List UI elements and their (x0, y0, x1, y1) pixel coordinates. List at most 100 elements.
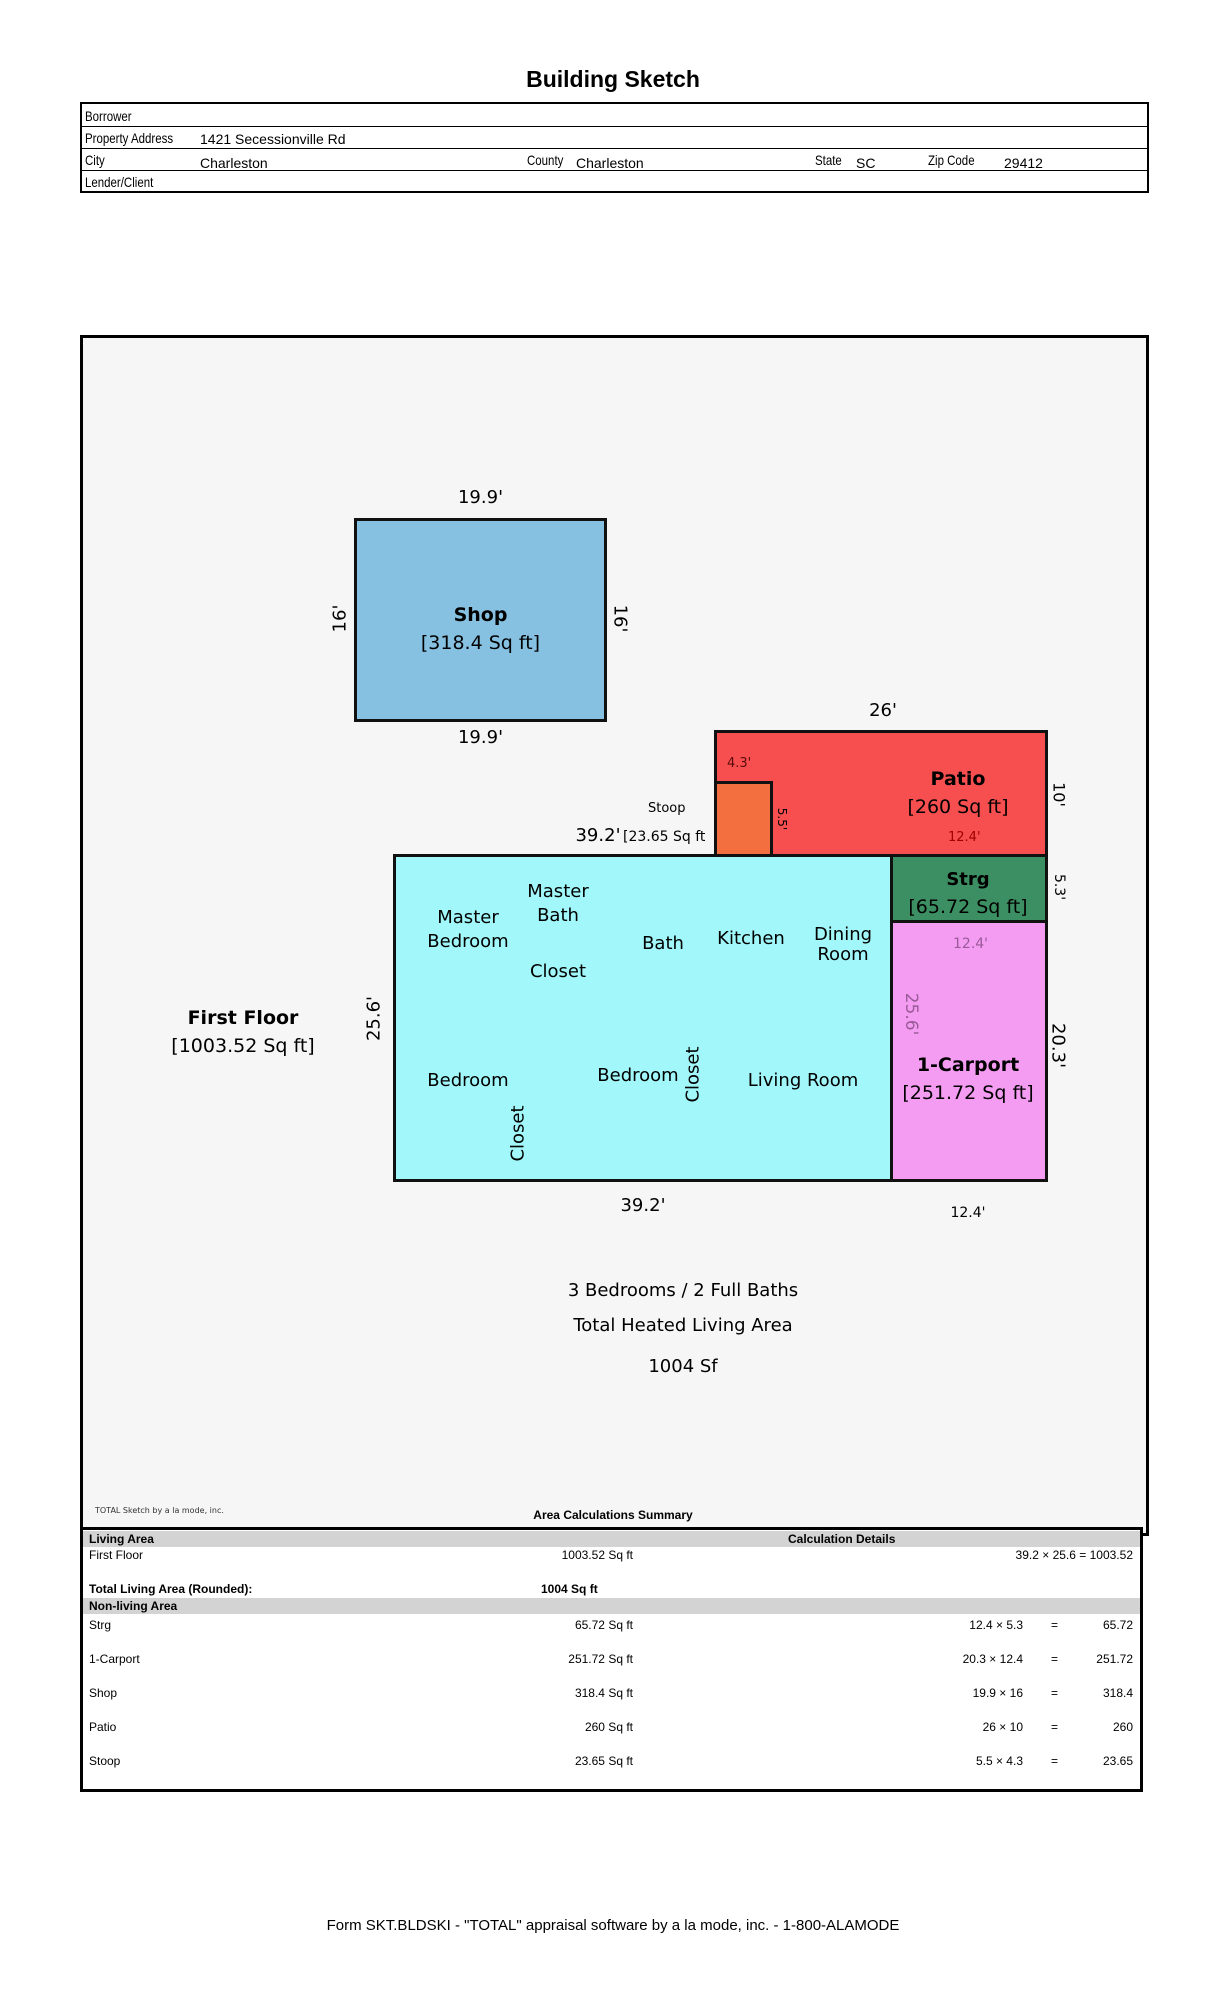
room-kitchen: Kitchen (717, 928, 785, 949)
non-living-row-equals: = (1051, 1720, 1059, 1734)
strg-area (888, 854, 1048, 923)
shop-area-label: [318.4 Sq ft] (420, 632, 541, 654)
patio-dim-inner-bottom: 12.4' (948, 830, 981, 845)
living-area-band (83, 1531, 1140, 1547)
carport-dim-right: 20.3' (1047, 1022, 1069, 1069)
non-living-row-result: 260 (1112, 1720, 1133, 1734)
lender-label: Lender/Client (85, 174, 154, 190)
first-floor-area (393, 854, 893, 1182)
property-address-label: Property Address (85, 130, 174, 146)
room-bedroom-1: Bedroom (427, 1070, 509, 1091)
room-bath: Bath (642, 933, 684, 954)
carport-label: 1-Carport (916, 1054, 1020, 1076)
non-living-row-area: 65.72 Sq ft (574, 1618, 633, 1632)
notes-bedrooms-baths: 3 Bedrooms / 2 Full Baths (567, 1280, 799, 1301)
room-closet-1: Closet (529, 961, 587, 982)
strg-dim-right: 5.3' (1051, 873, 1067, 901)
living-area-label: Living Area (89, 1532, 154, 1546)
county-label: County (527, 152, 564, 168)
non-living-row-equals: = (1051, 1618, 1059, 1632)
strg-label: Strg (946, 869, 990, 890)
room-closet-2: Closet (507, 1105, 529, 1162)
notes-total-value: 1004 Sf (648, 1356, 718, 1377)
first-floor-dim-left: 25.6' (363, 995, 385, 1042)
non-living-band (83, 1598, 1140, 1614)
calc-details-label: Calculation Details (788, 1532, 896, 1546)
shop-dim-right: 16' (609, 604, 631, 633)
lender-row: Lender/Client (82, 170, 1147, 191)
first-floor-row-name: First Floor (89, 1548, 143, 1562)
non-living-row-area: 318.4 Sq ft (574, 1686, 633, 1700)
page-title: Building Sketch (526, 66, 700, 92)
notes-total-label: Total Heated Living Area (573, 1315, 793, 1336)
carport-dim-left: 25.6' (901, 992, 921, 1036)
carport-dim-top: 12.4' (953, 936, 989, 952)
property-address-row: Property Address 1421 Secessionville Rd (82, 126, 1147, 149)
non-living-row-name: Patio (89, 1720, 117, 1734)
shop-label: Shop (453, 604, 508, 626)
non-living-row-result: 65.72 (1102, 1618, 1133, 1632)
carport-dim-bottom: 12.4' (950, 1205, 986, 1221)
property-address-value: 1421 Secessionville Rd (200, 131, 346, 147)
zip-value: 29412 (1004, 155, 1043, 171)
total-living-value: 1004 Sq ft (541, 1582, 598, 1596)
non-living-row-area: 260 Sq ft (584, 1720, 633, 1734)
state-label: State (815, 152, 842, 168)
sketch-credit: TOTAL Sketch by a la mode, inc. (95, 1506, 224, 1515)
property-info-table: Borrower Property Address 1421 Secession… (80, 102, 1149, 193)
city-row: City Charleston County Charleston State … (82, 148, 1147, 171)
room-dining-room: Dining Room (813, 924, 873, 965)
strg-area-label: [65.72 Sq ft] (908, 896, 1028, 918)
shop-area (354, 518, 607, 722)
non-living-row-equals: = (1051, 1652, 1059, 1666)
shop-dim-top: 19.9' (457, 487, 504, 508)
non-living-row-calc: 12.4 × 5.3 (969, 1618, 1023, 1632)
stoop-area-label: [23.65 Sq ft (623, 829, 706, 845)
room-master-bedroom: Master Bedroom (427, 907, 509, 952)
non-living-row-area: 251.72 Sq ft (568, 1652, 633, 1666)
room-closet-3: Closet (682, 1046, 704, 1103)
non-living-label: Non-living Area (89, 1599, 178, 1613)
patio-label: Patio (930, 768, 986, 790)
non-living-row-result: 251.72 (1096, 1652, 1133, 1666)
non-living-row-area: 23.65 Sq ft (574, 1754, 633, 1768)
carport-area (888, 920, 1048, 1182)
non-living-row-calc: 20.3 × 12.4 (962, 1652, 1023, 1666)
non-living-row-calc: 19.9 × 16 (972, 1686, 1023, 1700)
shop-dim-bottom: 19.9' (457, 727, 504, 748)
zip-label: Zip Code (928, 152, 975, 168)
first-floor-dim-top: 39.2' (575, 825, 621, 846)
first-floor-row-area: 1003.52 Sq ft (561, 1548, 633, 1562)
building-sketch: Shop [318.4 Sq ft] 19.9' 19.9' 16' 16' P… (80, 335, 1149, 1536)
non-living-row-calc: 26 × 10 (982, 1720, 1023, 1734)
city-label: City (85, 152, 105, 168)
patio-area-label: [260 Sq ft] (907, 796, 1009, 818)
non-living-row-name: Stoop (89, 1754, 121, 1768)
form-footer: Form SKT.BLDSKI - "TOTAL" appraisal soft… (326, 1917, 900, 1934)
patio-dim-top: 26' (869, 700, 897, 721)
first-floor-row-calc: 39.2 × 25.6 = 1003.52 (1015, 1548, 1133, 1562)
borrower-row: Borrower (82, 104, 1147, 127)
carport-area-label: [251.72 Sq ft] (902, 1082, 1034, 1104)
non-living-row-calc: 5.5 × 4.3 (975, 1754, 1023, 1768)
non-living-row-name: Shop (89, 1686, 118, 1700)
patio-dim-right: 10' (1049, 782, 1069, 807)
room-master-bath: Master Bath (527, 881, 589, 926)
non-living-row-name: Strg (89, 1618, 112, 1632)
non-living-row-result: 318.4 (1102, 1686, 1133, 1700)
state-value: SC (856, 155, 876, 171)
first-floor-area-label: [1003.52 Sq ft] (171, 1035, 315, 1057)
stoop-label: Stoop (648, 801, 686, 816)
non-living-row-equals: = (1051, 1754, 1059, 1768)
area-summary-table: Living Area Calculation Details First Fl… (80, 1527, 1143, 1792)
city-value: Charleston (200, 155, 268, 171)
non-living-row-equals: = (1051, 1686, 1059, 1700)
non-living-row-result: 23.65 (1102, 1754, 1133, 1768)
summary-title: Area Calculations Summary (533, 1508, 693, 1522)
non-living-row-name: 1-Carport (89, 1652, 140, 1666)
total-living-label: Total Living Area (Rounded): (89, 1582, 253, 1596)
borrower-label: Borrower (85, 108, 132, 124)
room-living-room: Living Room (747, 1070, 859, 1091)
room-bedroom-2: Bedroom (597, 1065, 679, 1086)
county-value: Charleston (576, 155, 644, 171)
